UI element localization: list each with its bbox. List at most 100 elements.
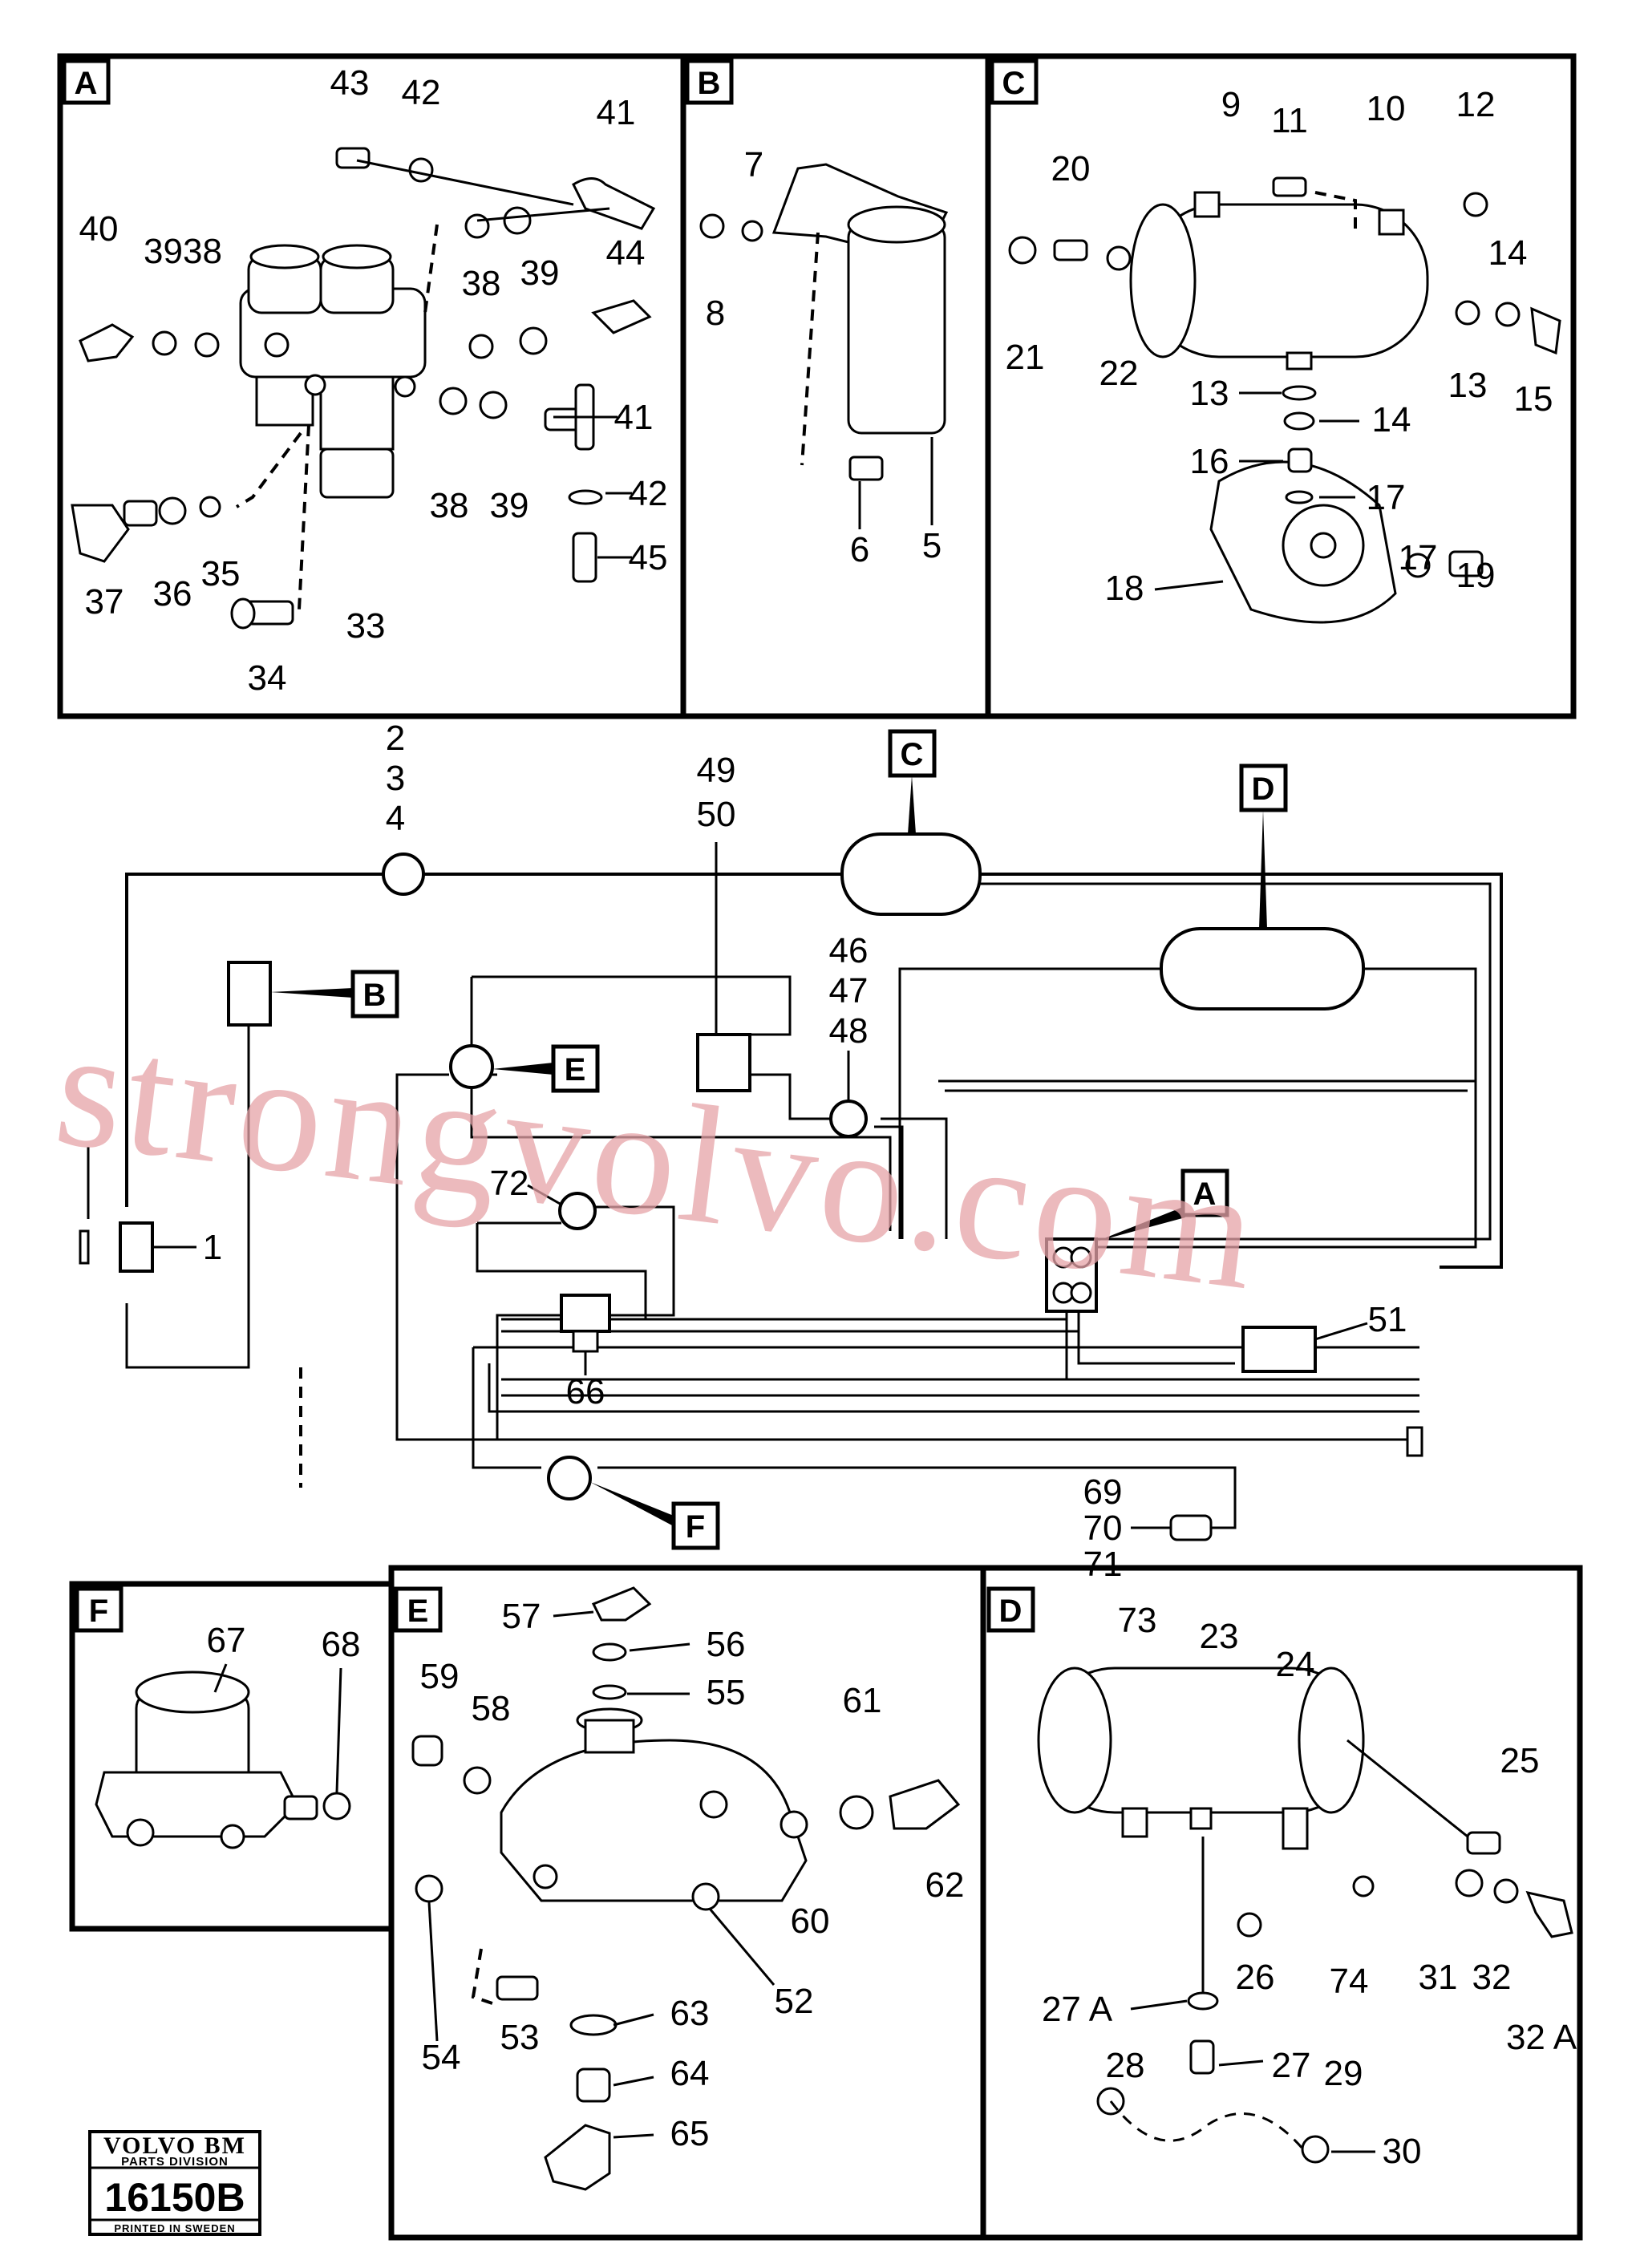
panel-label-E: E — [394, 1586, 443, 1633]
panel-A-callouts: 43 42 41 40 3938 38 39 44 41 42 45 38 39… — [79, 63, 668, 698]
logo-division: PARTS DIVISION — [121, 2155, 229, 2169]
panel-label-A: A — [62, 59, 111, 105]
panel-label-D: D — [986, 1586, 1035, 1633]
callout-10: 10 — [1367, 89, 1406, 128]
callout-50: 50 — [697, 795, 736, 834]
logo-printed: PRINTED IN SWEDEN — [114, 2222, 235, 2234]
callout-61: 61 — [843, 1681, 882, 1720]
callout-59: 59 — [420, 1657, 460, 1696]
callout-23: 23 — [1200, 1617, 1239, 1656]
callout-26: 26 — [1236, 1958, 1275, 1997]
svg-text:A: A — [75, 66, 98, 101]
callout-18: 18 — [1105, 569, 1144, 608]
valve-F — [547, 1456, 592, 1501]
callout-30: 30 — [1383, 2132, 1422, 2171]
callout-19: 19 — [1456, 556, 1496, 595]
unit-51 — [1241, 1326, 1317, 1373]
callout-67: 67 — [207, 1621, 246, 1660]
callout-11: 11 — [1271, 101, 1308, 140]
schematic-tags: C D B E A F — [270, 729, 1288, 1550]
callout-14: 14 — [1372, 400, 1411, 439]
callout-17: 17 — [1367, 478, 1406, 517]
callout-56: 56 — [707, 1625, 746, 1664]
callout-5: 5 — [922, 526, 942, 565]
svg-text:E: E — [407, 1594, 429, 1629]
callout-38-top: 38 — [462, 264, 501, 303]
panel-B-parts — [699, 163, 949, 481]
callout-72: 72 — [490, 1164, 529, 1203]
callout-55: 55 — [707, 1673, 746, 1712]
valve-E — [449, 1044, 494, 1089]
callout-49: 49 — [697, 751, 736, 790]
svg-text:A: A — [1193, 1177, 1217, 1212]
callout-8: 8 — [706, 294, 725, 333]
callout-29: 29 — [1324, 2054, 1363, 2093]
callout-21: 21 — [1006, 338, 1045, 377]
callout-32: 32 — [1472, 1958, 1512, 1997]
valve-66 — [560, 1294, 611, 1333]
callout-58: 58 — [472, 1689, 511, 1728]
callout-62: 62 — [925, 1865, 965, 1905]
callout-44: 44 — [606, 233, 646, 273]
callout-74: 74 — [1330, 1962, 1369, 2001]
callout-42-mid: 42 — [629, 474, 668, 513]
valve-72 — [558, 1192, 597, 1230]
callout-3938: 3938 — [144, 232, 222, 271]
unit-1 — [119, 1221, 154, 1273]
callout-64: 64 — [670, 2054, 710, 2093]
callout-27: 27 — [1272, 2046, 1311, 2085]
panel-C-callouts: 9 11 10 12 20 14 21 22 13 15 13 14 16 17… — [1006, 85, 1553, 608]
callout-39-top: 39 — [520, 253, 560, 293]
callout-32A: 32 A — [1506, 2018, 1577, 2057]
callout-13: 13 — [1190, 374, 1229, 413]
callout-47: 47 — [829, 971, 869, 1010]
panel-label-C: C — [990, 59, 1039, 105]
panel-C-parts — [1008, 176, 1561, 624]
callout-25: 25 — [1500, 1741, 1540, 1780]
callout-63: 63 — [670, 1994, 710, 2033]
logo-brand: VOLVO BM — [103, 2132, 246, 2159]
svg-text:E: E — [565, 1052, 586, 1087]
top-panels-frame — [57, 53, 1577, 719]
callout-28: 28 — [1106, 2046, 1145, 2085]
callout-2: 2 — [386, 719, 405, 758]
callout-12: 12 — [1456, 85, 1496, 124]
callout-34: 34 — [248, 658, 287, 698]
callout-35: 35 — [201, 554, 241, 593]
callout-6: 6 — [850, 530, 869, 569]
panel-D-callouts: 73 23 24 25 26 74 31 32 32 A 27 A 28 27 … — [1042, 1601, 1577, 2171]
svg-text:F: F — [686, 1509, 705, 1545]
callout-41-mid: 41 — [614, 398, 654, 437]
callout-9: 9 — [1221, 85, 1241, 124]
panel-D-parts — [1037, 1667, 1573, 2164]
callout-57: 57 — [502, 1597, 541, 1636]
panel-label-F: F — [75, 1586, 124, 1633]
callout-39-low: 39 — [490, 486, 529, 525]
callout-33: 33 — [346, 606, 386, 646]
watermark: strongvolvo.com — [47, 994, 1270, 1326]
callout-43: 43 — [330, 63, 370, 103]
callout-65: 65 — [670, 2114, 710, 2153]
callout-60: 60 — [791, 1901, 830, 1941]
callout-15: 15 — [1514, 379, 1553, 419]
svg-text:F: F — [89, 1594, 108, 1629]
callout-71: 71 — [1083, 1545, 1123, 1584]
panel-F-callouts: 67 68 — [207, 1621, 360, 1793]
callout-48: 48 — [829, 1011, 869, 1051]
callout-69: 69 — [1083, 1472, 1123, 1512]
callout-51: 51 — [1368, 1300, 1407, 1339]
callout-17-low: 17 — [1399, 538, 1438, 577]
unit-B — [227, 961, 272, 1027]
schematic-callouts: 2 3 4 49 50 46 47 48 72 1 66 51 69 70 71 — [152, 719, 1407, 1584]
svg-text:D: D — [1252, 772, 1275, 807]
bottom-panels-frame — [69, 1565, 1583, 2241]
callout-22: 22 — [1099, 354, 1139, 393]
callout-73: 73 — [1118, 1601, 1157, 1640]
schematic-lines — [87, 873, 1503, 1529]
callout-20: 20 — [1051, 149, 1091, 188]
callout-66: 66 — [566, 1372, 605, 1411]
logo-code: 16150B — [104, 2175, 245, 2220]
schematic-components — [79, 832, 1423, 1541]
callout-46: 46 — [829, 931, 869, 970]
